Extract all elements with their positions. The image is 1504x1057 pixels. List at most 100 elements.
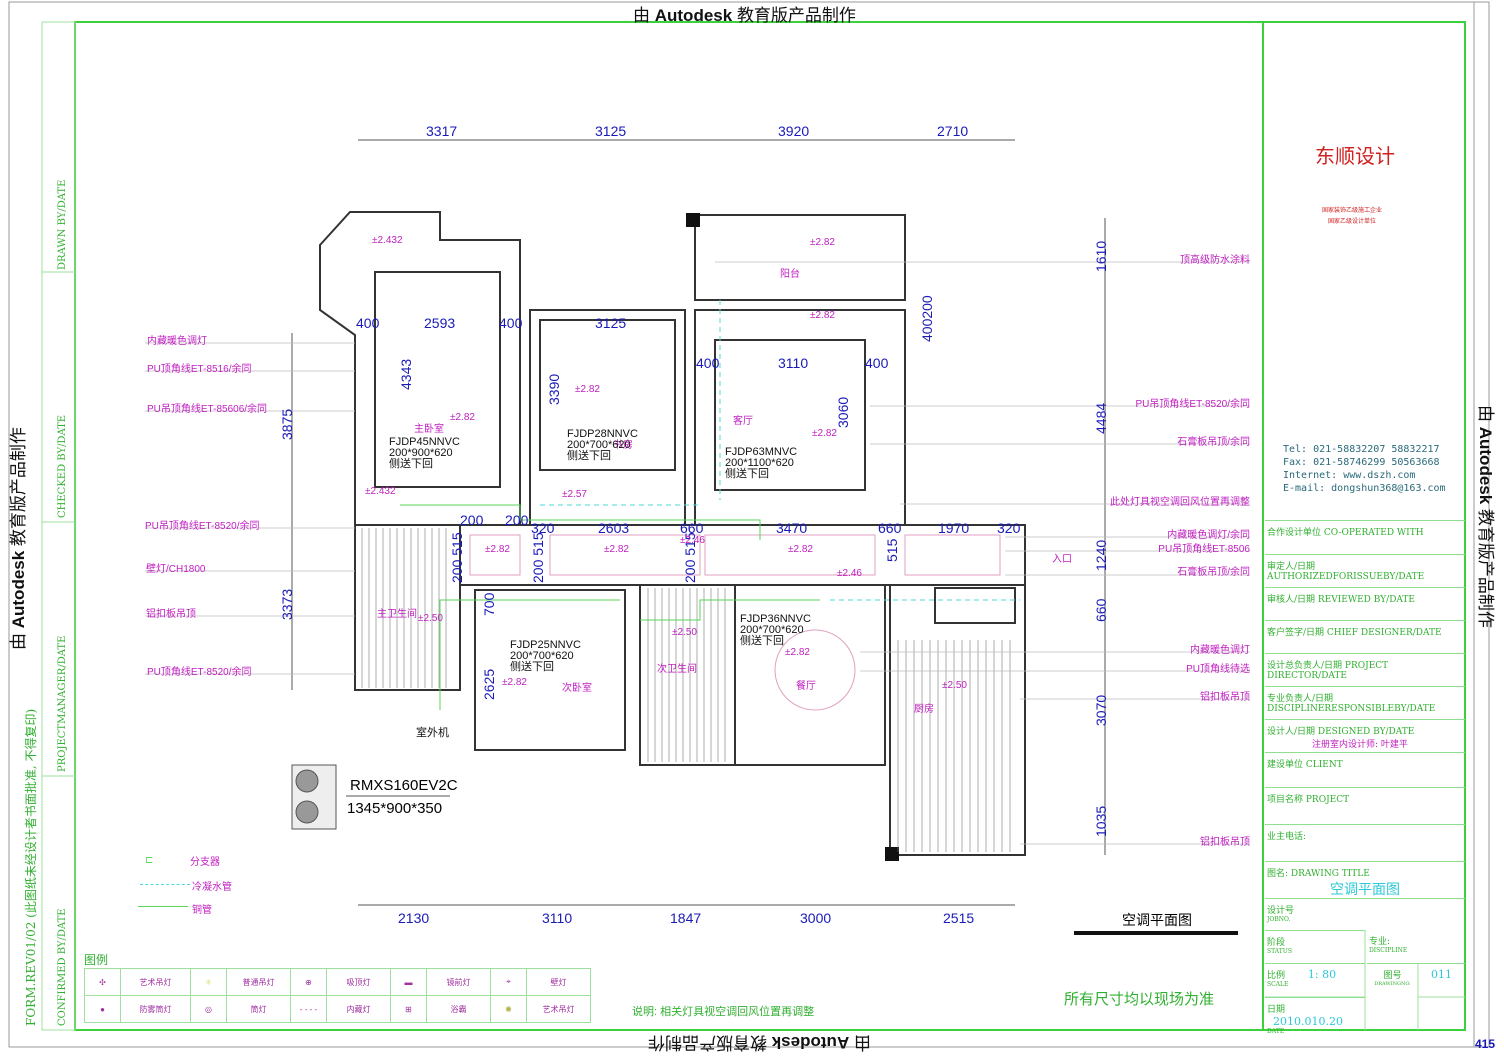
room-dining: 餐厅 [796, 681, 816, 692]
sheet-number: 415 [1475, 1037, 1496, 1051]
note: 说明: 相关灯具视空调回风位置再调整 [632, 1006, 815, 1018]
ceiling-lamp-icon: ⊕ [290, 968, 327, 996]
art-lamp-icon: ✺ [490, 995, 527, 1023]
form-note: FORM.REV01/02 (此图纸未经设计者书面批准, 不得复印) [24, 708, 38, 1026]
level-mark: ±2.46 [837, 568, 862, 579]
callout-left: PU顶角线ET-8516/余同 [147, 364, 252, 375]
bath-heater-icon: ⊞ [390, 995, 427, 1023]
level-mark: ±2.82 [812, 428, 837, 439]
legend-title: 图例 [84, 953, 109, 967]
dim-inner: 660 [680, 520, 704, 536]
room-master-bath: 主卫生间 [377, 609, 417, 620]
art-chandelier-icon: ✣ [84, 968, 121, 996]
outdoor-unit-label: 室外机 [416, 727, 449, 739]
legend-label: 吸顶灯 [326, 968, 391, 996]
lighting-legend: ✣艺术吊灯 ✳普通吊灯 ⊕吸顶灯 ▬镜前灯 ⌖壁灯 ●防雾筒灯 ◎筒灯 - - … [84, 968, 591, 1023]
outdoor-unit-model: RMXS160EV2C [350, 777, 458, 794]
legend-label: 艺术吊灯 [526, 995, 591, 1023]
room-second-bath: 次卫生间 [657, 664, 697, 675]
dim-right: 3070 [1093, 694, 1109, 726]
dim-inner: 200 [460, 512, 484, 528]
level-mark: ±2.82 [785, 647, 810, 658]
level-mark: ±2.82 [502, 677, 527, 688]
watermark-left: 由 Autodesk 教育版产品制作 [9, 427, 28, 650]
plan-title: 空调平面图 [1122, 913, 1192, 929]
dim-left: 3373 [279, 588, 295, 620]
dim-inner: 660 [878, 520, 902, 536]
dim-inner: 2603 [598, 520, 630, 536]
tb-discipline-field: 专业:DISCIPLINE [1369, 937, 1408, 954]
company-name: 东顺设计 [1315, 144, 1395, 168]
level-mark: ±2.50 [418, 613, 443, 624]
tb-discipline: 专业负责人/日期 DISCIPLINERESPONSIBLEBY/DATE [1265, 686, 1465, 719]
level-mark: ±2.82 [604, 544, 629, 555]
dim-inner: 4343 [398, 358, 414, 390]
room-master-bedroom: 主卧室 [414, 424, 444, 435]
callout-right: 此处灯具视空调回风位置再调整 [1110, 497, 1250, 508]
dim-left: 3875 [279, 408, 295, 440]
watermark-right: 由 Autodesk 教育版产品制作 [1476, 405, 1495, 628]
dim-bottom: 1847 [670, 910, 702, 926]
level-mark: ±2.46 [680, 535, 705, 546]
room-study: 书房 [613, 440, 633, 451]
level-mark: ±2.50 [942, 680, 967, 691]
fogproof-downlight-icon: ● [84, 995, 121, 1023]
dim-inner: 400 [696, 355, 720, 371]
dim-top: 2710 [937, 123, 969, 139]
dim-bottom: 2130 [398, 910, 430, 926]
copper-line-icon [138, 906, 188, 907]
dim-right: 1610 [1093, 240, 1109, 272]
room-living: 客厅 [733, 416, 753, 427]
callout-right: 铝扣板吊顶 [1200, 837, 1250, 848]
callout-left: PU顶角线ET-8520/余同 [147, 667, 252, 678]
callout-right: 内藏暖色调灯/余同 [1167, 530, 1250, 541]
company-qualification-1: 国家装饰乙级施工企业 [1322, 208, 1383, 214]
tb-drawing-no: 011 [1418, 963, 1465, 997]
tb-cooperated: 合作设计单位 CO-OPERATED WITH [1265, 520, 1465, 554]
condensate-line-icon [140, 884, 190, 885]
dim-right: 1035 [1093, 805, 1109, 837]
watermark-bottom: 由 Autodesk 教育版产品制作 [648, 1033, 871, 1052]
level-mark: ±2.82 [450, 412, 475, 423]
callout-right: 铝扣板吊顶 [1200, 692, 1250, 703]
level-mark: ±2.82 [810, 237, 835, 248]
callout-right: PU吊顶角线ET-8520/余同 [1135, 399, 1250, 410]
dim-inner: 200 [505, 512, 529, 528]
dim-inner: 320 [997, 520, 1021, 536]
level-mark: ±2.82 [810, 310, 835, 321]
wall-lamp-icon: ⌖ [490, 968, 527, 996]
tb-project: 项目名称 PROJECT [1265, 787, 1465, 824]
callout-left: PU吊顶角线ET-8520/余同 [145, 521, 260, 532]
room-entrance: 入口 [1052, 554, 1072, 565]
callout-left: 壁灯/CH1800 [146, 564, 206, 575]
dim-bottom: 3000 [800, 910, 832, 926]
callout-left: 内藏暖色调灯 [147, 336, 207, 347]
legend-label: 壁灯 [526, 968, 591, 996]
tb-client: 建设单位 CLIENT [1265, 752, 1465, 787]
dim-inner: 2625 [481, 668, 497, 700]
level-mark: ±2.50 [672, 627, 697, 638]
tb-chief-designer: 客户签字/日期 CHIEF DESIGNER/DATE [1265, 620, 1465, 653]
callout-right: 石膏板吊顶/余同 [1177, 437, 1250, 448]
legend-label: 普通吊灯 [226, 968, 291, 996]
dim-bottom: 3110 [542, 910, 573, 926]
level-mark: ±2.57 [562, 489, 587, 500]
legend-label: 镜前灯 [426, 968, 491, 996]
callout-right: 顶高级防水涂料 [1180, 255, 1250, 266]
project-manager: PROJECTMANAGER/DATE [57, 635, 68, 772]
legend-label: 艺术吊灯 [120, 968, 191, 996]
dim-bottom: 2515 [943, 910, 975, 926]
watermark-top: 由 Autodesk 教育版产品制作 [633, 6, 856, 25]
room-second-bedroom: 次卧室 [562, 683, 592, 694]
dim-inner: 200 515 [449, 532, 465, 583]
company-qualification-2: 国家乙级设计单位 [1328, 219, 1377, 225]
dim-inner: 400 [356, 315, 380, 331]
downlight-icon: ◎ [190, 995, 227, 1023]
